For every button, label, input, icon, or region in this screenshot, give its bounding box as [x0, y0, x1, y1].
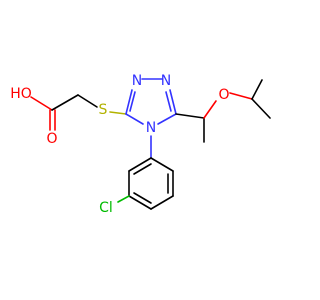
bond-ph-6-inner	[133, 163, 152, 175]
bond-ch-o	[203, 100, 217, 119]
molecule-structure: HO O S N N N O Cl	[10, 73, 271, 216]
bond-n1-c5-inner	[165, 91, 172, 112]
atom-label-ether-oxygen: O	[218, 87, 229, 103]
bond-iprch-me1	[251, 79, 263, 100]
atom-label-chlorine: Cl	[99, 200, 113, 216]
bond-ph-3	[150, 195, 174, 210]
bond-n1-c5	[169, 89, 177, 115]
atom-label-thioether-sulfur: S	[99, 102, 108, 118]
bond-oh-c	[30, 96, 53, 111]
atom-label-triazole-n2: N	[132, 73, 142, 89]
atom-label-layer: HO O S N N N O Cl	[10, 73, 229, 216]
bond-c5-ch	[175, 113, 205, 119]
bond-c3-n2	[125, 89, 133, 115]
bond-n4-c3	[125, 113, 144, 125]
bond-s-c3	[109, 111, 127, 115]
bond-c5-n4	[157, 113, 177, 125]
bond-layer	[30, 78, 271, 210]
bond-ph-6	[128, 157, 152, 172]
atom-label-hydroxyl: HO	[10, 86, 32, 102]
bond-c-ch2	[51, 94, 79, 111]
bond-c3-n2-inner	[129, 91, 136, 112]
bond-ch2-s	[77, 94, 98, 108]
bond-ph-cl	[117, 195, 130, 203]
bond-ph-4	[128, 195, 152, 210]
atom-label-triazole-n4: N	[146, 120, 156, 136]
atom-label-carbonyl-oxygen: O	[46, 131, 57, 147]
bond-o-iprch	[229, 92, 253, 100]
bond-ph-1	[150, 157, 174, 172]
bond-iprch-me2	[251, 98, 271, 119]
atom-label-triazole-n1: N	[161, 73, 171, 89]
bond-ph-4-inner	[133, 192, 152, 204]
